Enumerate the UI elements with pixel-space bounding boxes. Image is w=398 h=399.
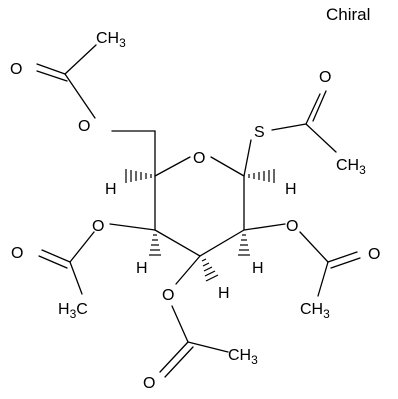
c4-ester-oxygen-label: O: [92, 218, 104, 235]
c2-hydrogen-label: H: [252, 260, 264, 277]
c3-stereo-hydrogen: [201, 258, 219, 282]
c1-hydrogen-label: H: [285, 181, 297, 198]
c4-hydrogen-label: H: [136, 260, 148, 277]
c4-stereo-hydrogen: [149, 234, 161, 256]
c4-acetoxy-group: [38, 223, 156, 295]
chiral-label: Chiral: [326, 5, 370, 24]
c4-methyl-label: H3C: [58, 301, 88, 321]
thio-carbonyl-oxygen-label: O: [319, 69, 331, 86]
thio-sulfur-label: S: [254, 124, 265, 141]
thioacetyl-group: [243, 90, 337, 177]
pyranose-ring: [154, 156, 245, 257]
ring-oxygen-label: O: [193, 150, 205, 167]
c4-carbonyl-oxygen-label: O: [11, 245, 23, 262]
c2-stereo-hydrogen: [238, 234, 250, 256]
c3-hydrogen-label: H: [218, 285, 230, 302]
c6-acetoxymethyl-group: [36, 44, 156, 177]
c2-carbonyl-oxygen-label: O: [368, 246, 380, 263]
c1-stereo-hydrogen: [248, 169, 275, 183]
c6-ester-oxygen-label: O: [78, 118, 90, 135]
c3-acetoxy-group: [159, 255, 229, 378]
c6-methyl-label: CH3: [96, 30, 126, 50]
c3-carbonyl-oxygen-label: O: [143, 375, 155, 392]
c2-ester-oxygen-label: O: [286, 218, 298, 235]
thio-methyl-label: CH3: [336, 157, 366, 177]
c2-methyl-label: CH3: [300, 301, 330, 321]
c5-hydrogen-label: H: [105, 181, 117, 198]
c2-acetoxy-group: [243, 223, 361, 297]
c3-methyl-label: CH3: [228, 347, 258, 367]
c3-ester-oxygen-label: O: [162, 287, 174, 304]
c5-stereo-hydrogen: [125, 169, 152, 183]
c6-carbonyl-oxygen-label: O: [10, 61, 22, 78]
